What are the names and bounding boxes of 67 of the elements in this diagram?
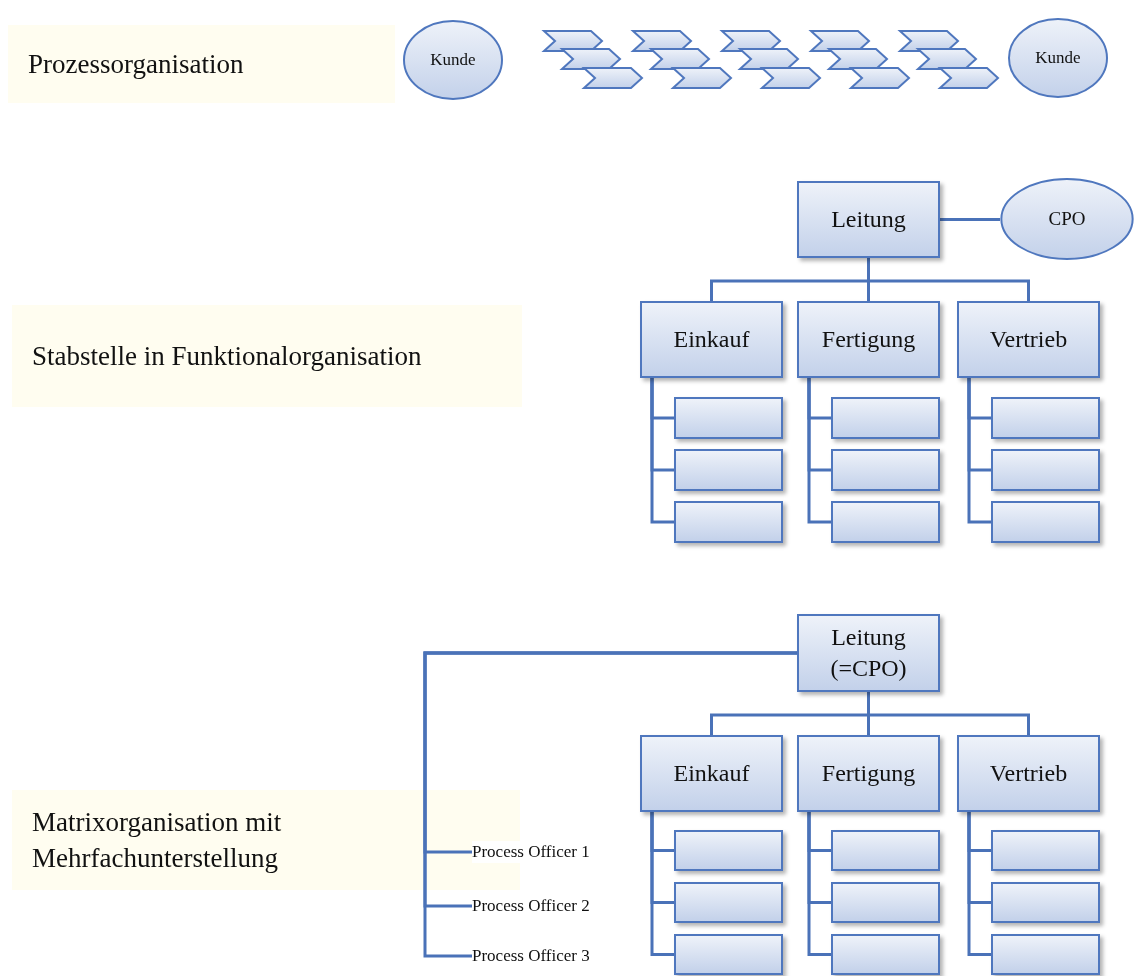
section-title: Matrixorganisation mit Mehrfachunterstellung — [32, 806, 283, 875]
chevron-shape — [761, 67, 821, 89]
empty-box — [991, 501, 1100, 543]
org-box — [797, 301, 940, 378]
empty-box — [831, 882, 940, 923]
connector-line — [423, 651, 797, 958]
empty-box — [831, 501, 940, 543]
org-box — [640, 301, 783, 378]
ellipse-node — [1008, 18, 1108, 98]
chevron-shape — [672, 67, 732, 89]
node-label: Einkauf — [672, 325, 751, 354]
empty-box — [674, 501, 783, 543]
section-title: Prozessorganisation — [28, 48, 244, 81]
empty-box — [674, 882, 783, 923]
connector-line — [807, 378, 831, 524]
ellipse-node — [1000, 178, 1134, 260]
connector-line — [650, 378, 674, 524]
empty-box — [831, 397, 940, 439]
empty-box — [674, 934, 783, 975]
node-label: Kunde — [429, 49, 477, 72]
chevron-shape — [810, 30, 870, 52]
chevron-shape — [632, 30, 692, 52]
empty-box — [831, 934, 940, 975]
org-box — [640, 735, 783, 812]
connector-line — [967, 378, 991, 524]
node-label: Fertigung — [820, 325, 917, 354]
chevron-shape — [583, 67, 643, 89]
node-label: Kunde — [1034, 47, 1082, 70]
node-label: Vertrieb — [988, 325, 1069, 354]
org-box — [797, 181, 940, 258]
empty-box — [674, 449, 783, 491]
empty-box — [674, 397, 783, 439]
node-label: Vertrieb — [988, 759, 1069, 788]
node-label: Fertigung — [820, 759, 917, 788]
node-label: Einkauf — [672, 759, 751, 788]
chevron-shape — [543, 30, 603, 52]
org-box — [797, 614, 940, 692]
chevron-shape — [917, 48, 977, 70]
officer-label: Process Officer 1 — [472, 841, 590, 863]
chevron-shape — [828, 48, 888, 70]
connector-line — [650, 812, 674, 956]
empty-box — [674, 830, 783, 871]
empty-box — [991, 830, 1100, 871]
chevron-shape — [850, 67, 910, 89]
connector-line — [940, 218, 1000, 221]
section-title: Stabstelle in Funktionalorganisation — [32, 340, 422, 373]
empty-box — [991, 882, 1100, 923]
org-box — [957, 301, 1100, 378]
node-label: Leitung (=CPO) — [829, 623, 908, 683]
empty-box — [831, 449, 940, 491]
empty-box — [831, 830, 940, 871]
node-label: Leitung — [830, 205, 907, 234]
empty-box — [991, 449, 1100, 491]
empty-box — [991, 397, 1100, 439]
connector-line — [807, 812, 831, 956]
ellipse-node — [403, 20, 503, 100]
org-box — [957, 735, 1100, 812]
empty-box — [991, 934, 1100, 975]
chevron-shape — [739, 48, 799, 70]
chevron-shape — [939, 67, 999, 89]
chevron-shape — [721, 30, 781, 52]
org-box — [797, 735, 940, 812]
node-label: CPO — [1047, 206, 1087, 231]
connector-line — [967, 812, 991, 956]
chevron-shape — [561, 48, 621, 70]
chevron-shape — [650, 48, 710, 70]
chevron-shape — [899, 30, 959, 52]
